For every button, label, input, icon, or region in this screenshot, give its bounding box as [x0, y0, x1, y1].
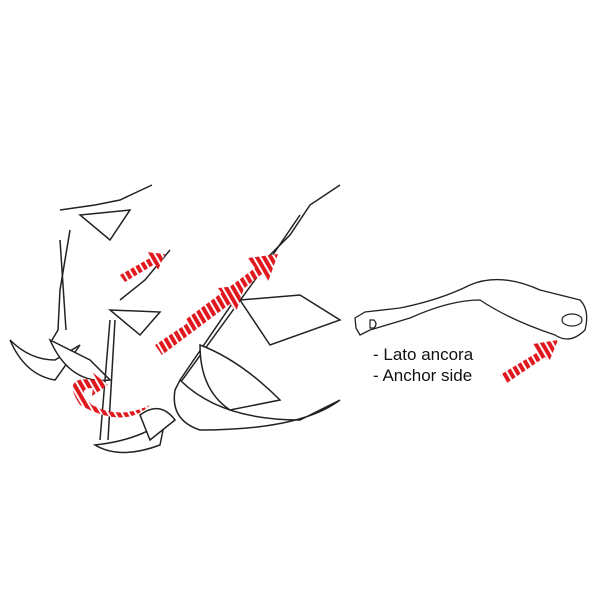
arrow-icon-1	[120, 252, 165, 282]
anchor-side-arrow-icon	[500, 340, 558, 383]
anchor-illustration-1	[9, 184, 153, 382]
anchor-illustration-3	[173, 184, 342, 431]
swivel-slot	[561, 313, 583, 327]
rotate-arrow-icon	[72, 372, 150, 418]
swivel-hole	[369, 319, 377, 329]
arrow-icon-3	[185, 254, 278, 330]
label-italian: - Lato ancora	[373, 345, 474, 364]
anchor-illustration-2	[92, 249, 177, 454]
swivel-plate	[354, 278, 588, 340]
label-english: - Anchor side	[373, 366, 473, 385]
